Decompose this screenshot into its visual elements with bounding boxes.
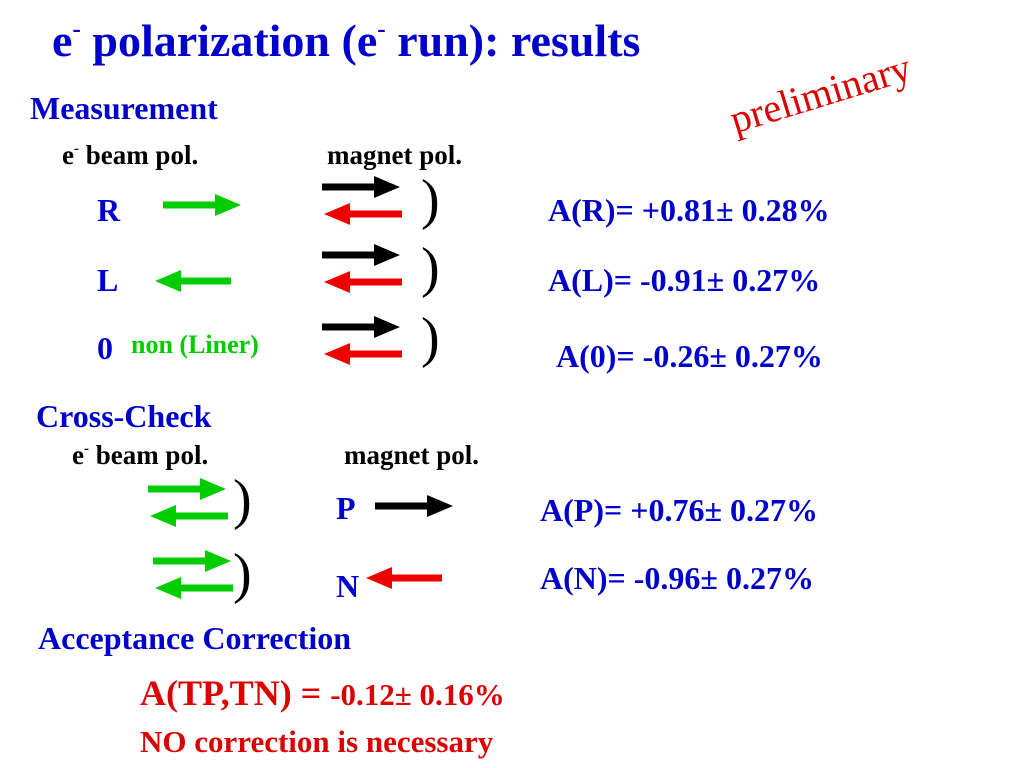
acceptance-conclusion: NO correction is necessary: [140, 724, 494, 759]
row-sublabel-non-liner: non (Liner): [131, 330, 259, 359]
double-arrow-icon: [322, 316, 402, 365]
acceptance-formula: A(TP,TN) = -0.12± 0.16%: [140, 673, 505, 713]
paren: ): [233, 469, 252, 531]
measurement-magnet-header: magnet pol.: [327, 140, 462, 170]
double-arrow-icon: [322, 176, 402, 225]
result-r: A(R)= +0.81± 0.28%: [548, 192, 830, 228]
row-label-r: R: [97, 192, 121, 228]
acceptance-heading: Acceptance Correction: [38, 620, 352, 656]
measurement-beam-header: e- beam pol.: [62, 140, 199, 170]
result-l: A(L)= -0.91± 0.27%: [548, 262, 821, 298]
result-n: A(N)= -0.96± 0.27%: [540, 560, 814, 596]
paren: ): [233, 543, 252, 605]
cross-check-beam-header: e- beam pol.: [72, 440, 209, 470]
double-arrow-icon: [148, 478, 228, 527]
cross-check-heading: Cross-Check: [36, 398, 212, 434]
preliminary-stamp: preliminary: [724, 44, 917, 143]
arrow-left-icon: [366, 567, 442, 589]
arrow-right-icon: [375, 495, 453, 517]
result-0: A(0)= -0.26± 0.27%: [556, 338, 823, 374]
double-arrow-icon: [322, 244, 402, 293]
double-arrow-icon: [153, 550, 233, 599]
arrow-right-icon: [163, 194, 241, 216]
measurement-heading: Measurement: [30, 90, 218, 126]
paren: ): [421, 307, 440, 369]
row-label-l: L: [97, 262, 119, 298]
row-label-0: 0: [97, 330, 113, 366]
paren: ): [421, 237, 440, 299]
page-title: e- polarization (e- run): results: [52, 15, 641, 66]
paren: ): [421, 169, 440, 231]
arrow-left-icon: [155, 270, 231, 292]
row-label-n: N: [336, 568, 360, 604]
cross-check-magnet-header: magnet pol.: [344, 440, 479, 470]
row-label-p: P: [336, 490, 356, 526]
result-p: A(P)= +0.76± 0.27%: [540, 492, 818, 528]
